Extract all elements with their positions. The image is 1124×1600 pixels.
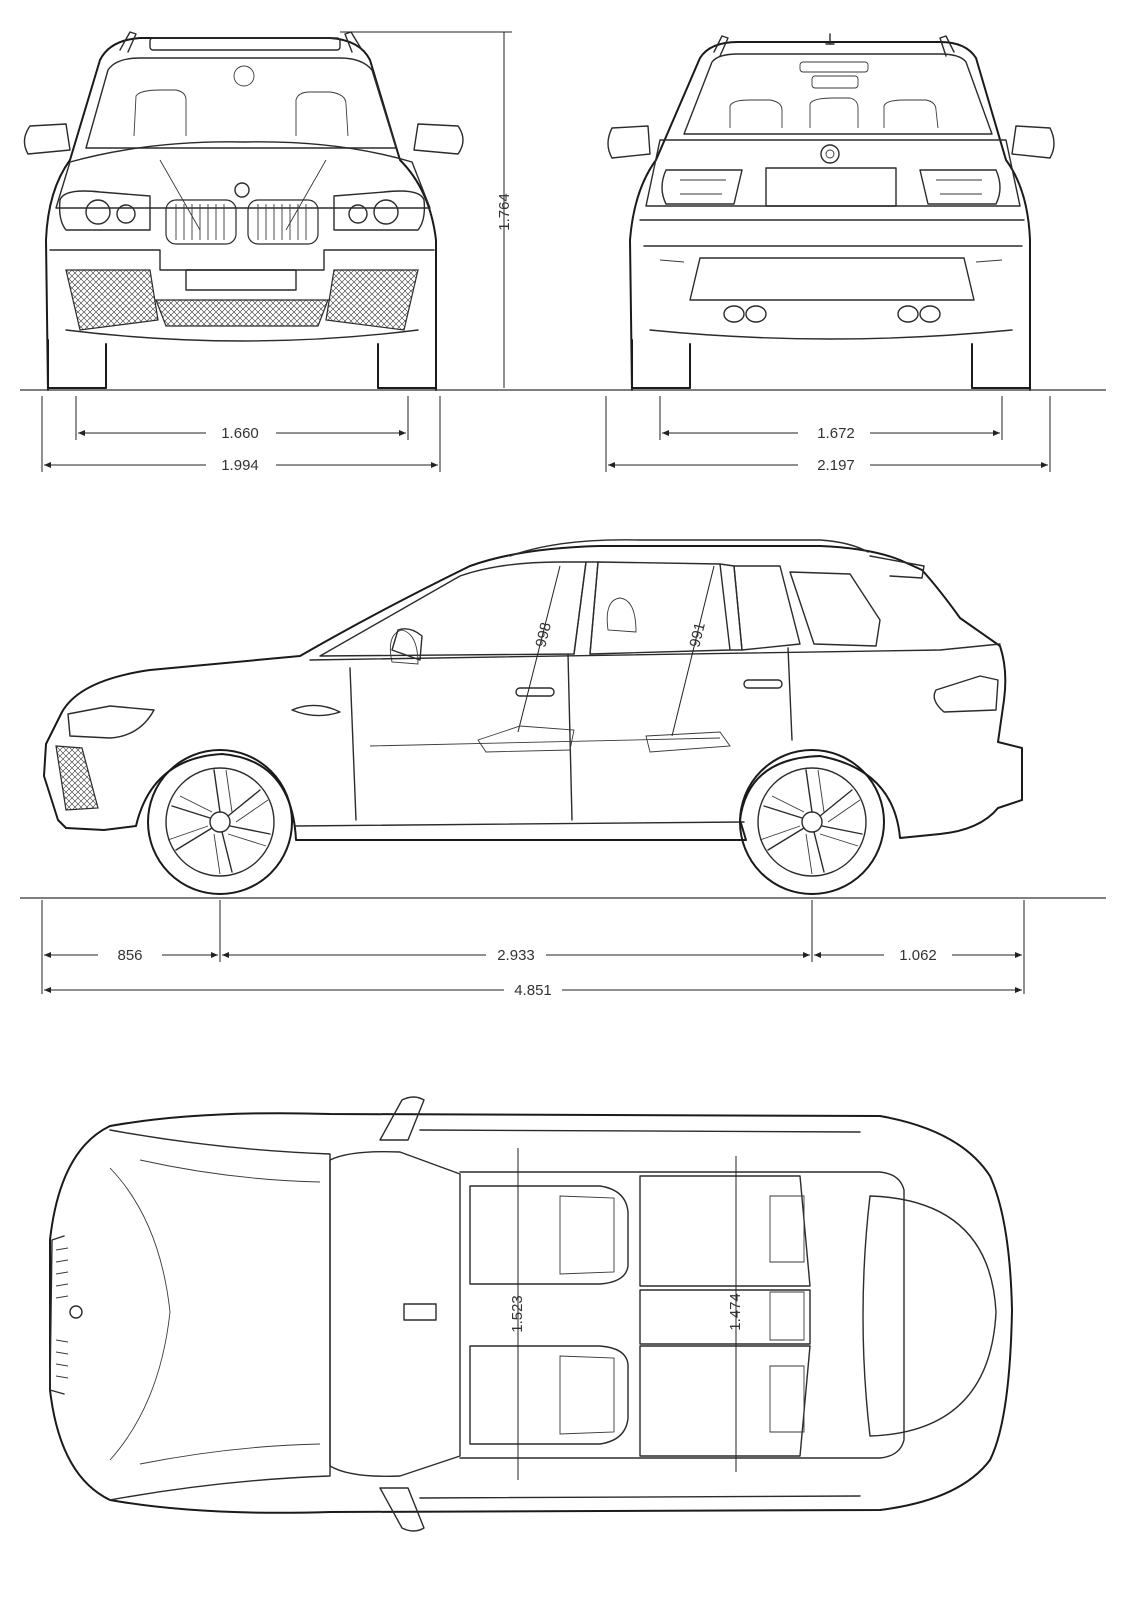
rear-headroom-label: 991 [686, 621, 709, 649]
side-view [43, 539, 1023, 841]
side-dimensions [41, 900, 1025, 994]
front-track-label: 1.660 [221, 425, 259, 442]
rear-width-label: 2.197 [817, 457, 855, 474]
front-wheel [147, 749, 293, 895]
front-overhang-label: 856 [117, 947, 142, 964]
front-dimensions [41, 31, 512, 472]
front-width-label: 1.994 [221, 457, 259, 474]
front-view [23, 31, 464, 391]
rear-interior-width-label: 1.474 [727, 1293, 744, 1331]
top-view [49, 1096, 1013, 1532]
rear-dimensions [605, 396, 1051, 472]
wheelbase-label: 2.933 [497, 947, 535, 964]
overall-length-label: 4.851 [514, 982, 552, 999]
rear-overhang-label: 1.062 [899, 947, 937, 964]
rear-view [607, 33, 1055, 391]
height-label: 1.764 [496, 193, 513, 231]
front-interior-width-label: 1.523 [509, 1295, 526, 1333]
front-headroom-label: 998 [532, 621, 555, 649]
rear-track-label: 1.672 [817, 425, 855, 442]
rear-wheel [739, 749, 885, 895]
